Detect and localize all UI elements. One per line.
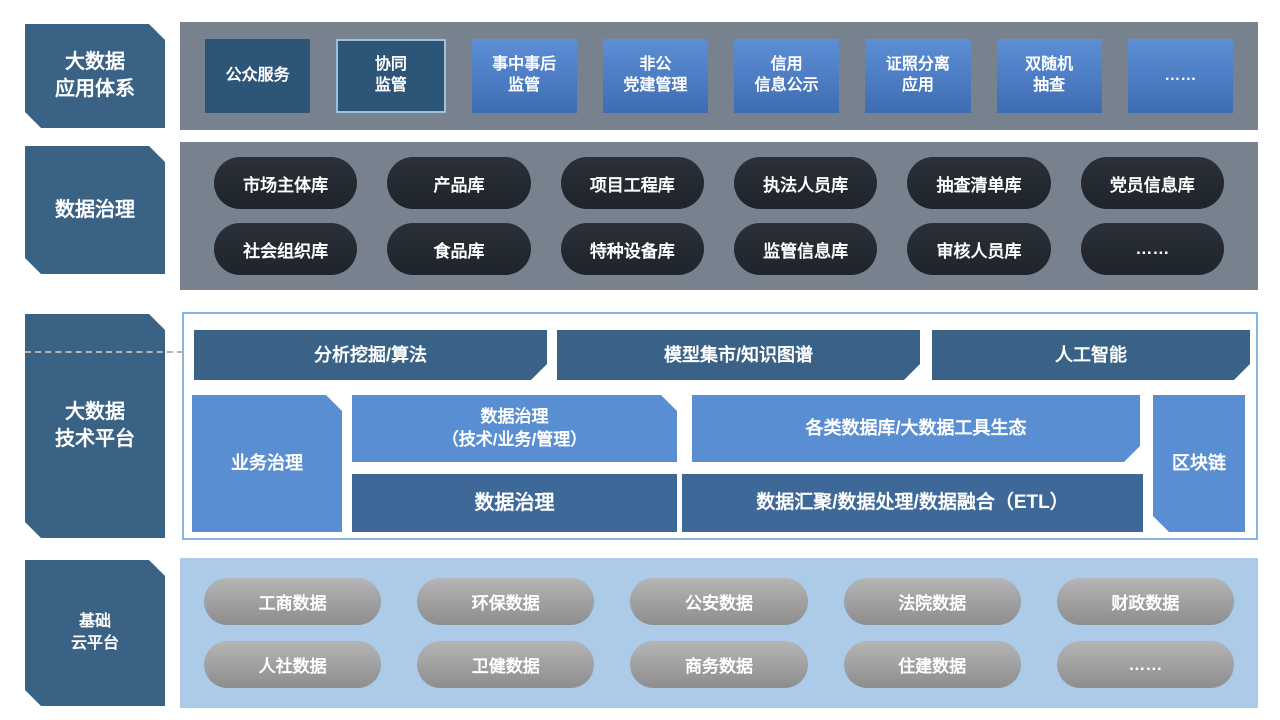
data-pill: 环保数据: [417, 578, 595, 625]
tech-layer-container: 分析挖掘/算法 模型集市/知识图谱 人工智能 业务治理 数据治理 （技术/业务/…: [182, 312, 1258, 540]
data-pill: 商务数据: [630, 641, 808, 688]
db-pill: 监管信息库: [733, 223, 878, 275]
db-pill: 项目工程库: [560, 157, 704, 209]
tech-banner-analytics: 分析挖掘/算法: [194, 330, 547, 380]
db-pill: 食品库: [387, 223, 531, 275]
tech-banner-model-market: 模型集市/知识图谱: [557, 330, 920, 380]
layer-label-application: 大数据 应用体系: [25, 24, 165, 128]
layer-label-governance: 数据治理: [25, 146, 165, 274]
app-block-credit-info: 信用 信息公示: [734, 39, 840, 113]
app-block-process-supervision: 事中事后 监管: [471, 39, 577, 113]
db-pill: 审核人员库: [907, 223, 1051, 275]
layer-label-tech-platform: 大数据 技术平台: [25, 314, 165, 538]
db-pill: 产品库: [387, 157, 531, 209]
data-pill: 公安数据: [630, 578, 808, 625]
layer-label-cloud: 基础 云平台: [25, 560, 165, 706]
tech-block-data-governance-tbm: 数据治理 （技术/业务/管理）: [352, 395, 677, 462]
app-block-party-building: 非公 党建管理: [602, 39, 708, 113]
tech-banner-ai: 人工智能: [932, 330, 1250, 380]
app-block-license-separation: 证照分离 应用: [865, 39, 971, 113]
dashed-connector: [25, 351, 183, 353]
app-block-public-service: 公众服务: [205, 39, 311, 113]
app-block-random-inspection: 双随机 抽查: [996, 39, 1102, 113]
db-pill: 执法人员库: [733, 157, 878, 209]
data-pill: ……: [1056, 641, 1234, 688]
app-block-ellipsis: ……: [1127, 39, 1233, 113]
tech-block-etl: 数据汇聚/数据处理/数据融合（ETL）: [682, 474, 1143, 532]
db-pill: 社会组织库: [214, 223, 358, 275]
db-pill: 特种设备库: [560, 223, 704, 275]
data-pill: 工商数据: [204, 578, 382, 625]
data-pill: 法院数据: [843, 578, 1021, 625]
db-pill: 抽查清单库: [907, 157, 1051, 209]
db-pill: 市场主体库: [214, 157, 358, 209]
tech-block-database-ecosystem: 各类数据库/大数据工具生态: [692, 395, 1140, 462]
app-block-collab-supervision: 协同 监管: [336, 39, 446, 113]
tech-block-business-governance: 业务治理: [192, 395, 342, 532]
tech-block-blockchain: 区块链: [1153, 395, 1245, 532]
data-pill: 人社数据: [204, 641, 382, 688]
application-layer-container: 公众服务 协同 监管 事中事后 监管 非公 党建管理 信用 信息公示 证照分离 …: [180, 22, 1258, 130]
data-pill: 卫健数据: [417, 641, 595, 688]
tech-block-data-governance: 数据治理: [352, 474, 677, 532]
db-pill: 党员信息库: [1080, 157, 1224, 209]
data-pill: 住建数据: [843, 641, 1021, 688]
db-pill: ……: [1080, 223, 1224, 275]
data-pill: 财政数据: [1056, 578, 1234, 625]
governance-layer-container: 市场主体库 产品库 项目工程库 执法人员库 抽查清单库 党员信息库 社会组织库 …: [180, 142, 1258, 290]
cloud-layer-container: 工商数据 环保数据 公安数据 法院数据 财政数据 人社数据 卫健数据 商务数据 …: [180, 558, 1258, 708]
